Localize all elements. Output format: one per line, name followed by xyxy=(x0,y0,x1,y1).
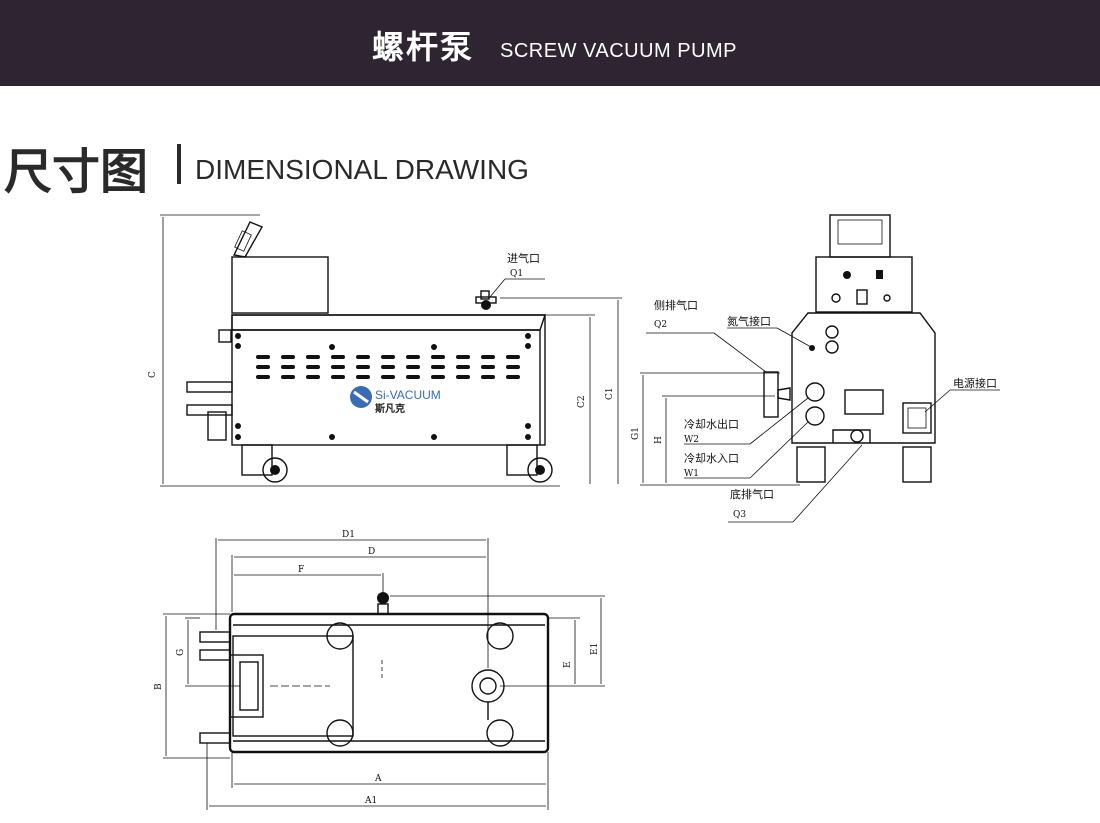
vent-slot xyxy=(356,365,370,369)
vent-slot xyxy=(281,355,295,359)
dim-B: B xyxy=(154,683,164,690)
vent-slot xyxy=(506,365,520,369)
vent-slot xyxy=(456,365,470,369)
page-title-cn: 螺杆泵 xyxy=(372,28,475,66)
page-title-en: SCREW VACUUM PUMP xyxy=(500,40,738,62)
vent-slot xyxy=(481,365,495,369)
section-title-cn: 尺寸图 xyxy=(4,144,149,200)
dim-D: D xyxy=(368,547,375,557)
vent-slot xyxy=(481,355,495,359)
vent-slot xyxy=(356,355,370,359)
dim-F: F xyxy=(298,565,304,575)
vent-slot xyxy=(406,375,420,379)
vent-slot xyxy=(381,355,395,359)
vent-slot xyxy=(331,355,345,359)
dim-C: C xyxy=(148,371,158,378)
vent-slot xyxy=(256,375,270,379)
top-view: D1 D F B G E E1 A A1 xyxy=(154,530,605,810)
power-label: 电源接口 xyxy=(953,376,997,390)
vent-slot xyxy=(381,375,395,379)
vent-slot xyxy=(306,355,320,359)
dim-G1: G1 xyxy=(631,427,641,440)
vent-slot xyxy=(506,375,520,379)
vent-slot xyxy=(481,375,495,379)
vent-louvers xyxy=(256,355,520,379)
dim-A: A xyxy=(374,774,382,784)
vent-slot xyxy=(431,355,445,359)
dim-H: H xyxy=(654,436,664,444)
vent-slot xyxy=(331,365,345,369)
bottom-exhaust-code: Q3 xyxy=(733,510,746,520)
vent-slot xyxy=(506,355,520,359)
vent-slot xyxy=(431,365,445,369)
side-exhaust-label: 侧排气口 xyxy=(654,298,698,312)
vent-slot xyxy=(406,355,420,359)
dim-E1: E1 xyxy=(590,643,600,655)
vent-slot xyxy=(306,365,320,369)
water-in-code: W1 xyxy=(684,469,699,479)
brand-name-en: Si-VACUUM xyxy=(375,388,441,402)
caster-wheels xyxy=(241,444,553,483)
water-out-label: 冷却水出口 xyxy=(684,417,739,431)
vent-slot xyxy=(256,365,270,369)
vent-slot xyxy=(381,365,395,369)
vent-slot xyxy=(306,375,320,379)
header-banner: 螺杆泵 SCREW VACUUM PUMP xyxy=(0,0,1100,86)
dim-G: G xyxy=(176,649,186,656)
front-view: G1 H 侧排气口 Q2 氮气接口 电源接口 冷却水出口 W2 冷却水入口 W1… xyxy=(631,214,1000,523)
dim-E: E xyxy=(563,661,573,668)
dim-C1: C1 xyxy=(605,387,615,400)
inlet-label: 进气口 xyxy=(507,251,540,265)
water-out-code: W2 xyxy=(684,435,699,445)
vent-slot xyxy=(281,375,295,379)
vent-slot xyxy=(331,375,345,379)
water-in-label: 冷却水入口 xyxy=(684,452,739,465)
vent-slot xyxy=(406,365,420,369)
inlet-code: Q1 xyxy=(510,269,523,279)
vent-slot xyxy=(431,375,445,379)
brand-name-cn: 斯凡克 xyxy=(375,402,405,415)
nitrogen-label: 氮气接口 xyxy=(727,314,771,328)
side-view: C xyxy=(148,214,622,487)
vent-slot xyxy=(356,375,370,379)
vent-slot xyxy=(281,365,295,369)
vent-slot xyxy=(456,375,470,379)
side-exhaust-code: Q2 xyxy=(654,320,667,330)
dim-C2: C2 xyxy=(577,395,587,408)
bottom-exhaust-label: 底排气口 xyxy=(730,487,774,501)
section-divider xyxy=(177,144,181,184)
vent-slot xyxy=(456,355,470,359)
section-title-en: DIMENSIONAL DRAWING xyxy=(195,154,529,185)
dim-D1: D1 xyxy=(342,530,355,540)
brand-logo: Si-VACUUM 斯凡克 xyxy=(350,386,441,415)
vent-slot xyxy=(256,355,270,359)
dim-A1: A1 xyxy=(364,796,377,806)
